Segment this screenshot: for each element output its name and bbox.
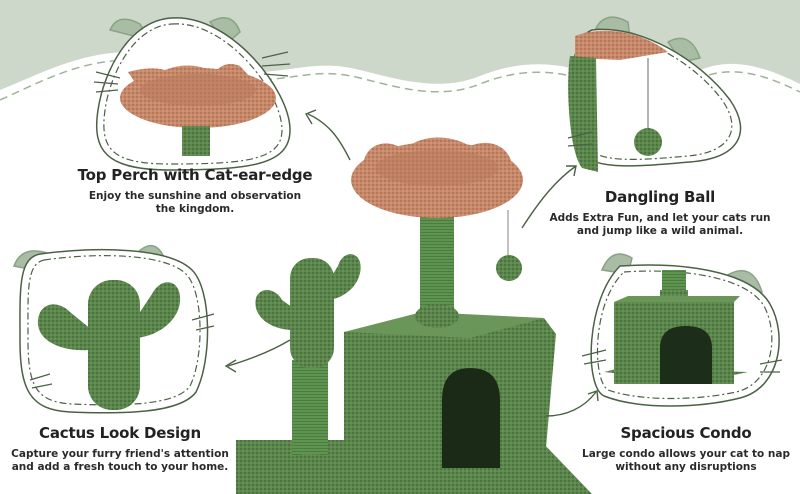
feature-title: Spacious Condo bbox=[620, 424, 752, 442]
cat-tree-product bbox=[236, 137, 592, 494]
feature-description: Adds Extra Fun, and let your cats run an… bbox=[549, 212, 771, 237]
feature-description: Enjoy the sunshine and observation the k… bbox=[88, 190, 302, 215]
feature-title: Top Perch with Cat-ear-edge bbox=[77, 166, 313, 184]
condo-frame bbox=[581, 253, 783, 407]
feature-top-perch: Top Perch with Cat-ear-edge Enjoy the su… bbox=[40, 166, 350, 216]
dangling-ball-frame bbox=[567, 16, 742, 172]
feature-dangling-ball: Dangling Ball Adds Extra Fun, and let yo… bbox=[520, 188, 800, 238]
top-perch-frame bbox=[93, 17, 291, 171]
feature-title: Dangling Ball bbox=[604, 188, 716, 206]
feature-spacious-condo: Spacious Condo Large condo allows your c… bbox=[576, 424, 796, 474]
feature-description: Capture your furry friend's attention an… bbox=[11, 448, 229, 473]
curved-arrow-icon bbox=[224, 109, 599, 417]
feature-description: Large condo allows your cat to nap witho… bbox=[582, 448, 790, 473]
cactus-frame bbox=[12, 245, 215, 414]
feature-title: Cactus Look Design bbox=[39, 424, 201, 442]
feature-cactus-design: Cactus Look Design Capture your furry fr… bbox=[0, 424, 240, 474]
